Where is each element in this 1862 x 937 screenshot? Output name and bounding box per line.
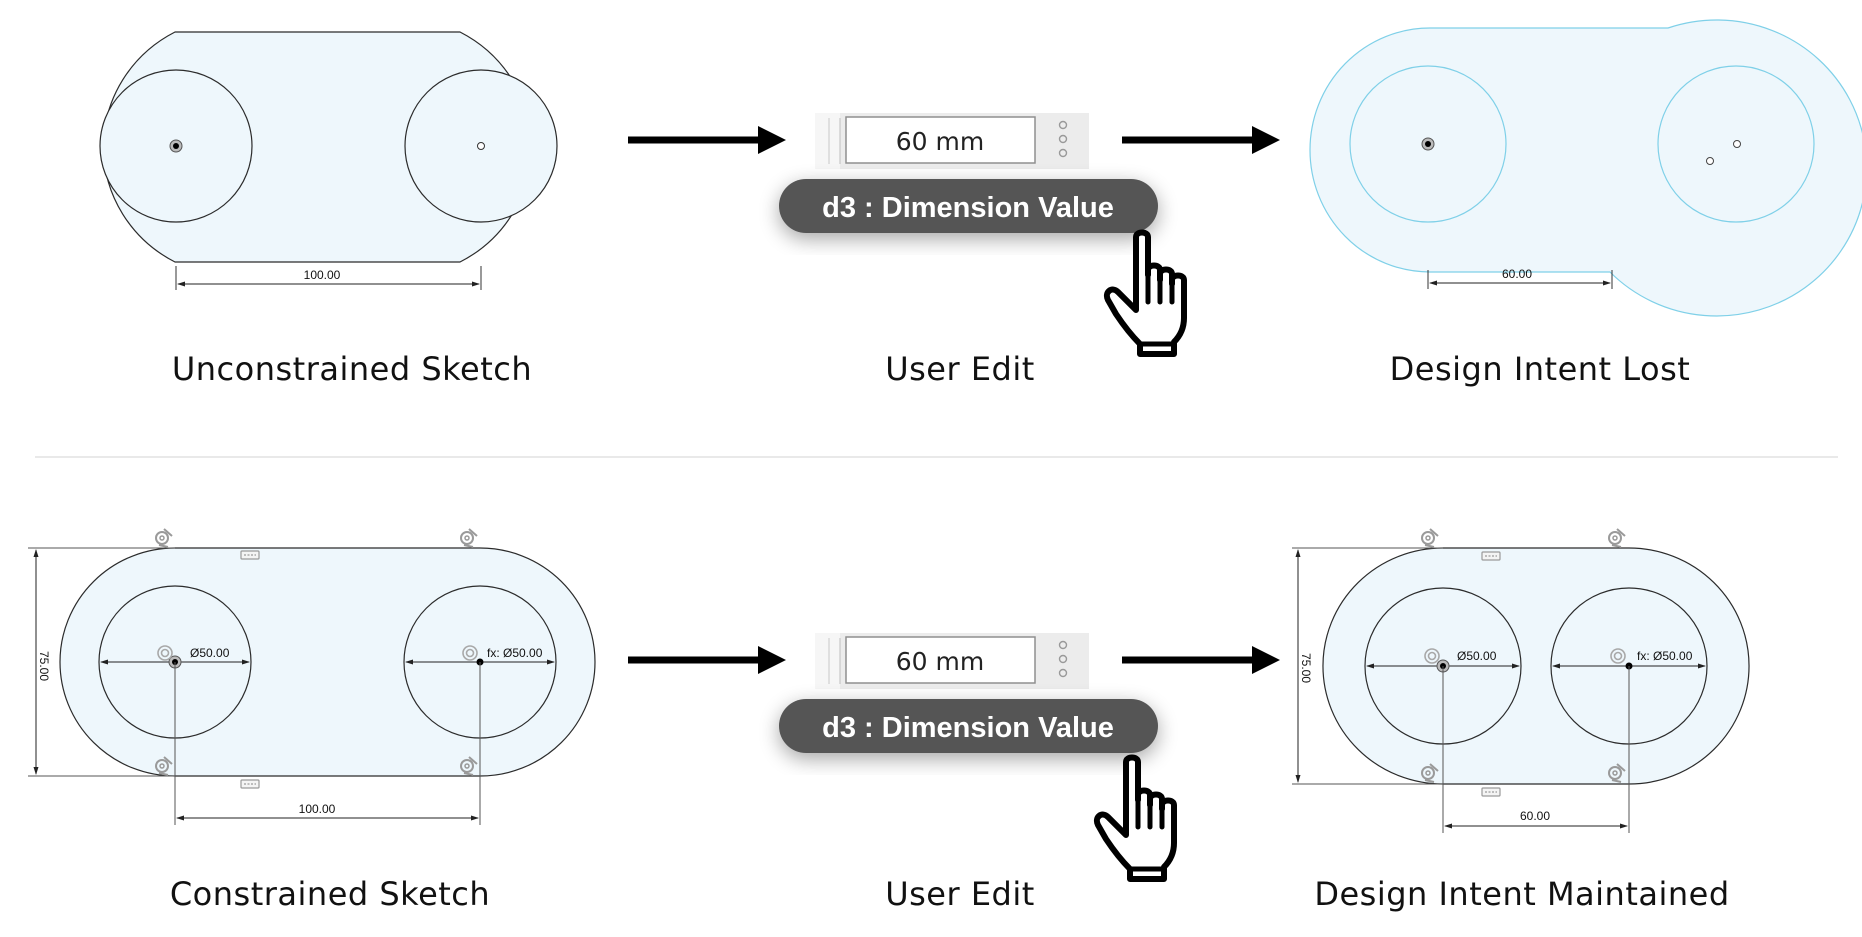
tooltip-bubble — [779, 179, 1158, 233]
tooltip-bubble — [779, 699, 1158, 753]
caption-constrained: Constrained Sketch — [170, 875, 490, 913]
tangent-constraint-icon[interactable] — [1421, 528, 1439, 548]
dimension-label: 60.00 — [1502, 267, 1532, 281]
options-dots-icon[interactable] — [1058, 120, 1068, 158]
tangent-constraint-icon[interactable] — [155, 528, 173, 548]
horizontal-constraint-icon[interactable] — [240, 779, 260, 789]
tooltip-label: d3 : Dimension Value — [822, 192, 1114, 224]
caption-design-intent-lost: Design Intent Lost — [1390, 350, 1691, 388]
horizontal-constraint-icon[interactable] — [1481, 551, 1501, 561]
pointer-hand-icon — [1097, 758, 1174, 880]
caption-user-edit-bottom: User Edit — [885, 875, 1035, 913]
left-diameter-label: Ø50.00 — [190, 646, 230, 660]
height-dimension-label: 75.00 — [37, 651, 51, 681]
pointer-hand-icon — [1107, 233, 1184, 355]
caption-user-edit-top: User Edit — [885, 350, 1035, 388]
unconstrained-sketch: 100.00 — [99, 31, 558, 290]
tangent-constraint-icon[interactable] — [1608, 528, 1626, 548]
horizontal-dimension-label: 60.00 — [1520, 809, 1550, 823]
right-diameter-label: fx: Ø50.00 — [1637, 649, 1693, 663]
caption-unconstrained: Unconstrained Sketch — [172, 350, 532, 388]
user-edit-panel: 60 mm d3 : Dimension Value — [779, 113, 1158, 233]
tangent-constraint-icon[interactable] — [460, 528, 478, 548]
dimension-input[interactable] — [845, 636, 1036, 684]
user-edit-panel: 60 mm d3 : Dimension Value — [779, 633, 1158, 753]
constrained-sketch: 75.00 Ø50.00 fx: Ø50.00 100.00 — [28, 528, 596, 825]
lost-sketch: 60.00 — [1309, 19, 1862, 317]
right-diameter-label: fx: Ø50.00 — [487, 646, 543, 660]
dimension-input-value: 60 mm — [896, 647, 984, 676]
horizontal-constraint-icon[interactable] — [240, 550, 260, 560]
arrow-right-icon — [1122, 126, 1280, 154]
arrow-right-icon — [628, 646, 786, 674]
dimension-input[interactable] — [845, 116, 1036, 164]
tooltip-label: d3 : Dimension Value — [822, 712, 1114, 744]
arrow-right-icon — [628, 126, 786, 154]
dimension-label: 100.00 — [304, 268, 341, 282]
left-diameter-label: Ø50.00 — [1457, 649, 1497, 663]
height-dimension-label: 75.00 — [1299, 653, 1313, 683]
caption-design-intent-maintained: Design Intent Maintained — [1314, 875, 1729, 913]
horizontal-dimension-label: 100.00 — [299, 802, 336, 816]
dimension-input-value: 60 mm — [896, 127, 984, 156]
horizontal-constraint-icon[interactable] — [1481, 787, 1501, 797]
maintained-sketch: 75.00 Ø50.00 fx: Ø50.00 60.00 — [1292, 528, 1750, 833]
arrow-right-icon — [1122, 646, 1280, 674]
options-dots-icon[interactable] — [1058, 640, 1068, 678]
